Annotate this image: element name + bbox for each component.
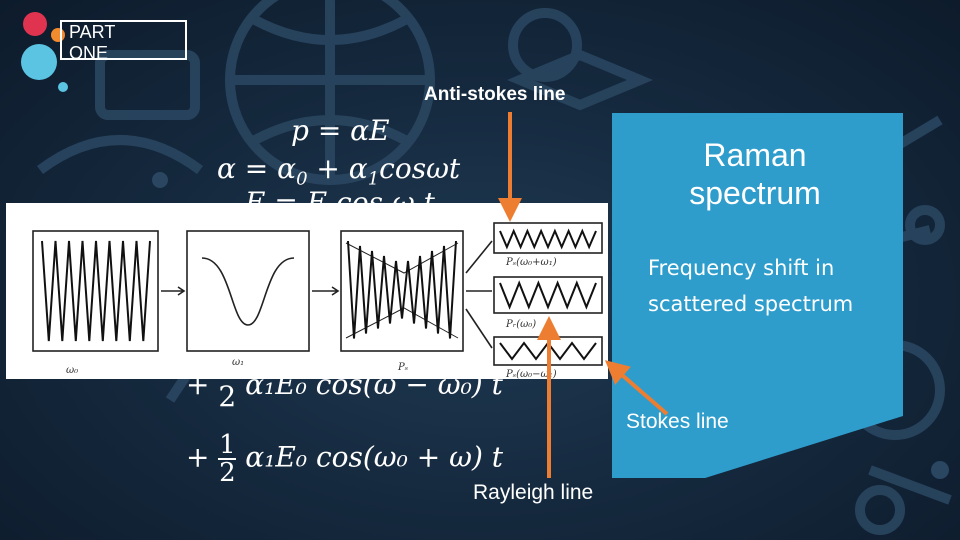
diagram-drawing: ω₀ ω₁ Pₛ Pₛ(ω₀+ω₁) Pᵣ(ω₀) Pₛ(ω₀−ω₁) — [32, 222, 603, 379]
eq5-numerator: 1 — [219, 430, 236, 460]
eq5-denominator: 2 — [219, 458, 236, 488]
raman-panel — [612, 113, 903, 478]
eq2-sub1: 1 — [367, 168, 380, 190]
output-wave — [347, 240, 457, 339]
eq2-main: α = α — [217, 152, 297, 185]
panel-description: Frequency shift in scattered spectrum — [648, 250, 853, 322]
arrow-1 — [161, 286, 186, 296]
arrow-bot — [465, 308, 493, 349]
top-spectrum-wave — [499, 228, 597, 250]
output-wave-box — [340, 230, 464, 352]
input-wave-box — [32, 230, 159, 352]
diagram-label-mod: ω₁ — [232, 357, 244, 368]
equation-antistokes-term: + 1 2 α₁E₀ cos(ω₀ + ω) t — [186, 432, 503, 486]
panel-title-line2: spectrum — [689, 175, 821, 211]
equation-dipole: p = αE — [291, 114, 390, 147]
blue-dot — [21, 44, 57, 80]
section-title-box: PART ONE — [60, 20, 187, 63]
arrow-2 — [312, 286, 340, 296]
anti-stokes-label: Anti-stokes line — [424, 84, 566, 105]
stokes-arrow — [604, 360, 669, 416]
modulator-box — [186, 230, 310, 352]
arrow-top — [465, 240, 493, 274]
eq5-fraction: 1 2 — [218, 430, 237, 488]
modulation-diagram: ω₀ ω₁ Pₛ Pₛ(ω₀+ω₁) Pᵣ(ω₀) Pₛ(ω₀−ω₁) — [6, 203, 608, 379]
eq5-plus: + — [186, 440, 210, 474]
mid-spectrum-box — [493, 276, 603, 314]
diagram-label-input: ω₀ — [66, 365, 78, 376]
equation-field-partial: E = E cos ω t — [245, 186, 435, 204]
diagram-label-top: Pₛ(ω₀+ω₁) — [505, 257, 557, 268]
eq5-fraction-bar — [218, 458, 237, 460]
panel-title-line1: Raman — [703, 137, 807, 173]
eq5-body: α₁E₀ cos(ω₀ + ω) t — [245, 440, 504, 474]
top-spectrum-box — [493, 222, 603, 254]
input-wave — [41, 240, 151, 342]
rayleigh-label: Rayleigh line — [473, 481, 594, 504]
eq2-sub0: 0 — [296, 168, 308, 190]
panel-text-line2: scattered spectrum — [648, 292, 854, 316]
eq4-denominator: 2 — [218, 380, 237, 413]
diagram-label-mid: Pᵣ(ω₀) — [505, 319, 536, 330]
section-title-line1: PART — [69, 22, 116, 42]
diagram-label-out: Pₛ — [397, 362, 408, 373]
mid-spectrum-wave — [499, 280, 597, 310]
corner-dots — [21, 12, 68, 92]
equation-polarizability: α = α0 + α1cosωt — [217, 152, 460, 190]
eq2-tail: cosωt — [379, 152, 461, 185]
diagram-label-bot: Pₛ(ω₀−ω₁) — [505, 369, 557, 379]
modulator-curve — [201, 257, 295, 326]
eq2-plus: + α — [307, 152, 368, 185]
panel-title: Raman spectrum — [660, 136, 850, 212]
stokes-label: Stokes line — [626, 410, 729, 433]
red-dot — [23, 12, 47, 36]
section-title-line2: ONE — [69, 43, 109, 63]
panel-text-line1: Frequency shift in — [648, 256, 835, 280]
small-blue-dot — [58, 82, 68, 92]
